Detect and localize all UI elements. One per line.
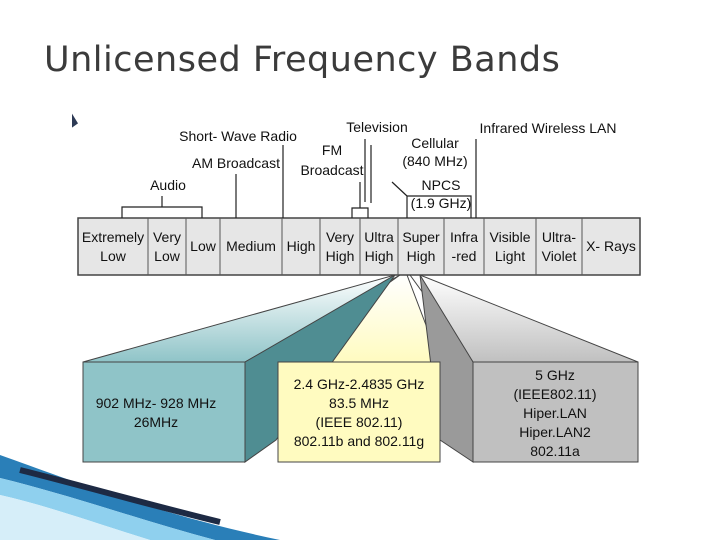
left-box-line: 902 MHz- 928 MHz [96, 395, 217, 411]
band-label: Light [495, 248, 525, 264]
label-audio: Audio [150, 177, 186, 193]
right-box-line: (IEEE802.11) [513, 386, 596, 402]
band-label: Super [402, 229, 440, 245]
band-label: Ultra [364, 229, 394, 245]
spectrum-bar [77, 217, 641, 276]
band-label: Extremely [82, 229, 144, 245]
middle-box-line: (IEEE 802.11) [316, 414, 403, 430]
band-label: Medium [226, 238, 276, 254]
band-label: Ultra- [542, 229, 577, 245]
annotation-lines [121, 139, 477, 218]
right-box-line: 5 GHz [535, 367, 575, 383]
middle-band-box [277, 361, 441, 463]
band-label: High [407, 248, 436, 264]
label-infrared-lan: Infrared Wireless LAN [480, 120, 617, 136]
right-box-line: Hiper.LAN [523, 405, 587, 421]
band-label: Low [190, 238, 217, 254]
middle-box-line: 83.5 MHz [329, 395, 389, 411]
label-npcs-freq: (1.9 GHz) [411, 195, 472, 211]
band-label: Visible [490, 229, 531, 245]
band-label: Infra [450, 229, 478, 245]
label-television: Television [346, 119, 407, 135]
label-fm: FM [322, 142, 342, 158]
band-label: High [287, 238, 316, 254]
right-band-box [472, 361, 639, 463]
label-short-wave: Short- Wave Radio [179, 128, 297, 144]
label-am-broadcast: AM Broadcast [192, 155, 280, 171]
band-label: Low [100, 248, 127, 264]
middle-box-line: 2.4 GHz-2.4835 GHz [294, 376, 425, 392]
band-label: X- Rays [586, 238, 636, 254]
decorative-swoosh [0, 455, 280, 540]
label-cellular-freq: (840 MHz) [402, 153, 467, 169]
label-fm-broadcast: Broadcast [300, 162, 363, 178]
left-box-line: 26MHz [134, 414, 178, 430]
slide-title: Unlicensed Frequency Bands [44, 40, 561, 80]
band-label: High [365, 248, 394, 264]
band-label: Very [153, 229, 181, 245]
label-cellular: Cellular [411, 135, 459, 151]
band-label: -red [452, 248, 477, 264]
label-npcs: NPCS [422, 177, 461, 193]
right-box-line: 802.11a [530, 443, 580, 459]
middle-box-line: 802.11b and 802.11g [294, 433, 424, 449]
band-label: Low [154, 248, 181, 264]
right-box-line: Hiper.LAN2 [519, 424, 591, 440]
band-label: Very [326, 229, 354, 245]
left-band-box [82, 361, 246, 463]
band-label: Violet [542, 248, 577, 264]
band-label: High [326, 248, 355, 264]
